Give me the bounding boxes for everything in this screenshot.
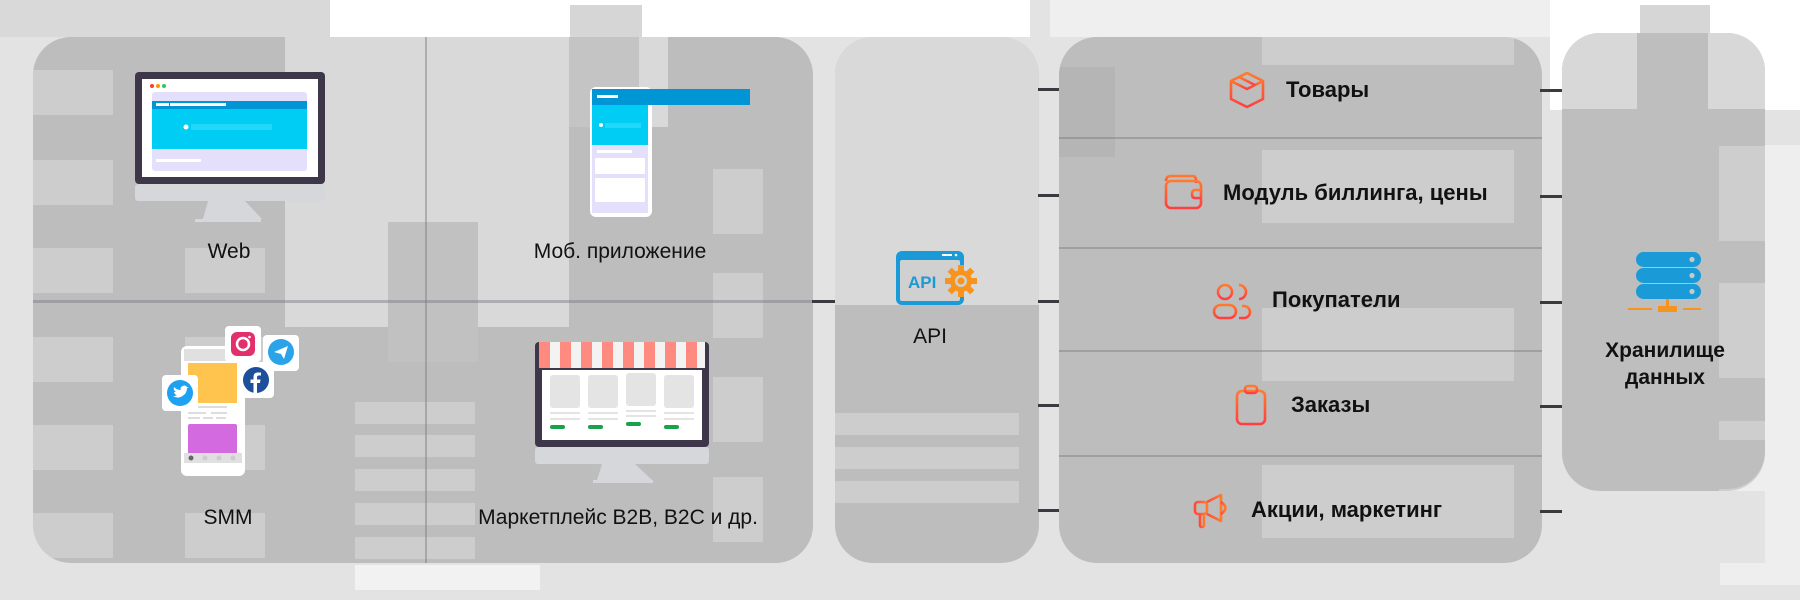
module-label: Заказы	[1291, 392, 1371, 417]
background-block	[570, 5, 642, 37]
module-label: Покупатели	[1272, 287, 1401, 312]
desktop-monitor-icon	[135, 72, 325, 222]
background-block	[713, 273, 763, 338]
background-block	[33, 337, 113, 382]
storage-panel-bottom	[1562, 440, 1765, 489]
background-block	[835, 447, 1019, 469]
modules-panel	[1059, 37, 1542, 563]
background-block	[1262, 308, 1514, 381]
background-block	[1719, 283, 1765, 378]
background-block	[33, 70, 113, 115]
channel-label-mobile: Моб. приложение	[533, 240, 707, 263]
api-label: API	[913, 325, 947, 348]
channel-label-smm: SMM	[203, 506, 253, 529]
background-block	[33, 513, 113, 558]
module-label: Товары	[1286, 77, 1370, 102]
svg-text:API: API	[908, 273, 936, 292]
background-block	[185, 248, 265, 293]
background-block	[835, 481, 1019, 503]
mobile-phone-icon	[590, 87, 750, 217]
background-block	[1262, 37, 1514, 65]
background-block	[355, 565, 540, 590]
storage-label-line1: Хранилище	[1605, 339, 1725, 362]
module-label: Акции, маркетинг	[1251, 497, 1443, 522]
background-block	[388, 222, 478, 362]
background-block	[0, 0, 330, 37]
background-block	[355, 503, 475, 525]
background-block	[33, 425, 113, 470]
module-divider	[1059, 455, 1542, 457]
module-divider	[1059, 137, 1542, 139]
background-block	[33, 248, 113, 293]
background-block	[713, 169, 763, 234]
social-media-icon	[162, 326, 299, 476]
background-block	[1562, 33, 1637, 109]
background-block	[355, 402, 475, 424]
module-divider	[1059, 350, 1542, 352]
background-block	[355, 469, 475, 491]
wallet-icon	[1164, 174, 1203, 210]
background-block	[1262, 150, 1514, 223]
channels-panel	[33, 37, 813, 563]
background-block	[1708, 33, 1765, 109]
box-icon	[1229, 71, 1265, 109]
background-block	[713, 477, 763, 542]
module-label: Модуль биллинга, цены	[1223, 180, 1488, 205]
database-server-icon	[1628, 252, 1701, 312]
background-block	[185, 513, 265, 558]
background-block	[1262, 465, 1514, 538]
users-icon	[1212, 283, 1252, 320]
api-gear-icon: API	[896, 251, 977, 305]
background-block	[1562, 491, 1765, 563]
storage-label-line2: данных	[1625, 366, 1705, 389]
background-block	[330, 0, 1030, 37]
background-block	[33, 160, 113, 205]
background-block	[355, 537, 475, 559]
background-block	[835, 413, 1019, 435]
background-block	[1059, 67, 1115, 157]
channel-label-web: Web	[207, 240, 251, 263]
background-block	[713, 377, 763, 442]
storefront-monitor-icon	[535, 342, 709, 483]
megaphone-icon	[1193, 493, 1227, 529]
background-block	[1719, 146, 1765, 241]
clipboard-icon	[1235, 384, 1267, 426]
channel-label-marketplace: Маркетплейс B2B, B2C и др.	[478, 506, 758, 529]
background-block	[1050, 0, 1570, 37]
api-panel	[835, 37, 1039, 563]
module-divider	[1059, 247, 1542, 249]
horizontal-divider	[33, 300, 813, 303]
background-block	[355, 435, 475, 457]
vertical-divider	[425, 37, 427, 563]
